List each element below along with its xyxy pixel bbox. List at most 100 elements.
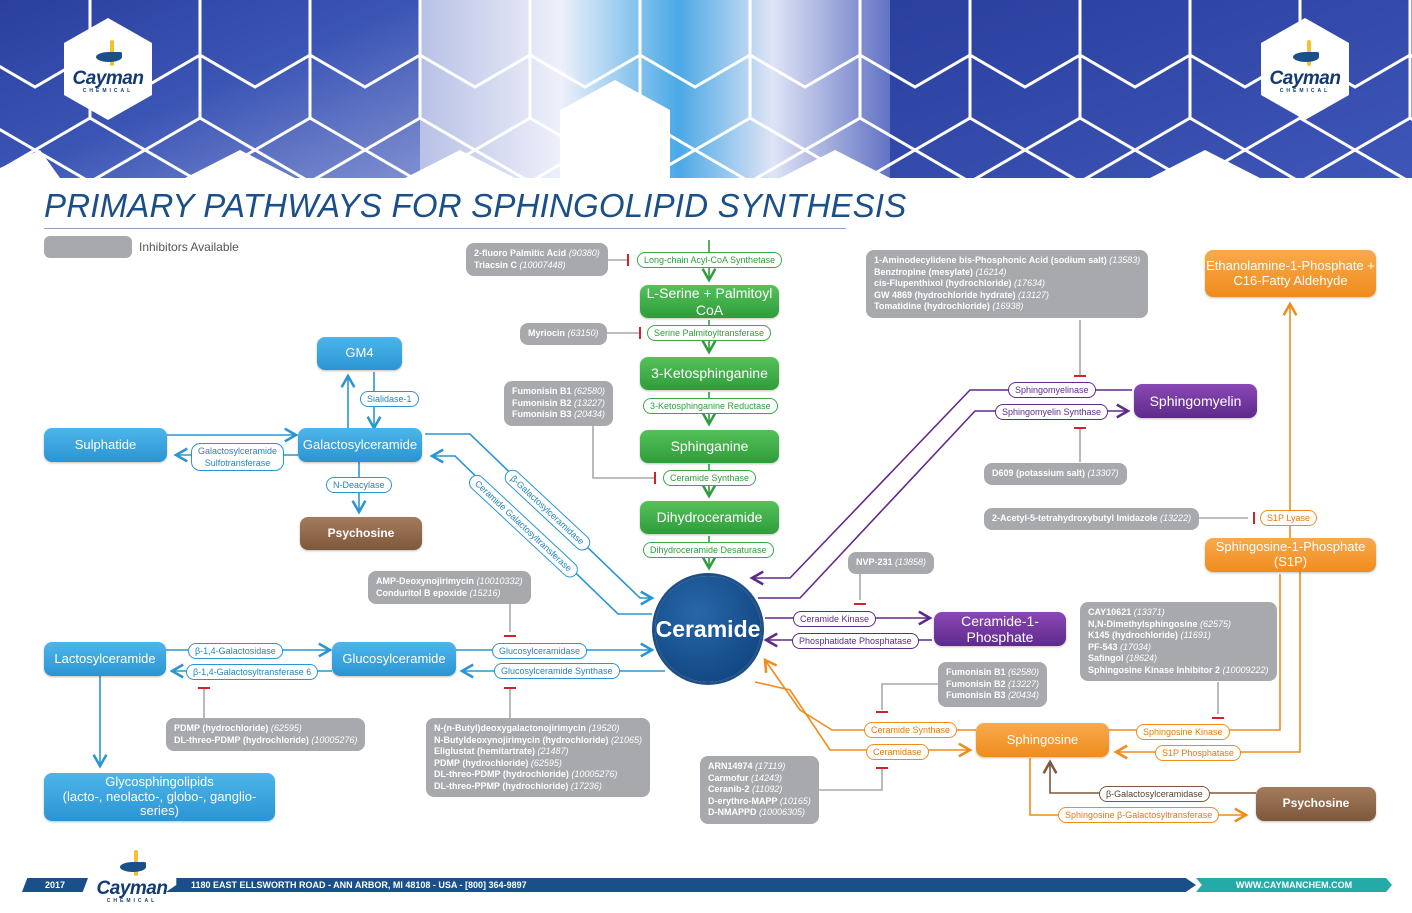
inhibitor-item: Fumonisin B3 (20434) [946,690,1039,702]
inhibitor-item: ARN14974 (17119) [708,761,811,773]
inhibitor-box-acyl-coa-synthetase[interactable]: 2-fluoro Palmitic Acid (90380)Triacsin C… [466,243,608,276]
inhibitor-box-glucosylceramidase[interactable]: AMP-Deoxynojirimycin (10010332)Condurito… [368,571,531,604]
node-galactosylceramide[interactable]: Galactosylceramide [298,428,422,462]
glycosphingolipids-label: Glycosphingolipids [105,773,214,789]
enzyme-galactosylceramide-sulfotransferase[interactable]: Galactosylceramide Sulfotransferase [191,443,285,471]
catalog-number: (18624) [1126,653,1158,663]
node-sphingosine[interactable]: Sphingosine [976,723,1109,757]
enzyme-sphingomyelin-synthase[interactable]: Sphingomyelin Synthase [995,404,1109,420]
inhibitor-name: CAY10621 [1088,607,1134,617]
inhibitor-box-s1p-lyase[interactable]: 2-Acetyl-5-tetrahydroxybutyl Imidazole (… [984,508,1200,530]
cayman-logo-footer[interactable]: Cayman CHEMICAL [92,850,172,904]
catalog-number: (17634) [1014,278,1046,288]
catalog-number: (17119) [755,761,786,771]
inhibitor-name: Ceranib-2 [708,784,753,794]
title-divider [44,228,846,229]
enzyme-b14-galactosidase[interactable]: β-1,4-Galactosidase [188,643,283,659]
inhibitor-name: Safingol [1088,653,1126,663]
footer-year: 2017 [22,878,88,892]
inhibitor-box-b14-galactosyltransferase[interactable]: PDMP (hydrochloride) (62595)DL-threo-PDM… [166,718,366,751]
inhibitor-name: N-Butyldeoxynojirimycin (hydrochloride) [434,734,612,745]
node-dihydroceramide[interactable]: Dihydroceramide [640,501,779,534]
node-ceramide[interactable]: Ceramide [655,576,761,682]
inhibitor-box-serine-palmitoyltransferase[interactable]: Myriocin (63150) [520,323,607,345]
inhibitor-item: Ceranib-2 (11092) [708,784,811,796]
inhibitor-box-sphingomyelinase[interactable]: 1-Aminodecylidene bis-Phosphonic Acid (s… [866,250,1149,318]
enzyme-b14-galactosyltransferase-6[interactable]: β-1,4-Galactosyltransferase 6 [186,664,319,680]
inhibitor-item: Fumonisin B2 (13227) [946,679,1039,691]
node-glucosylceramide[interactable]: Glucosylceramide [332,642,456,676]
footer-website-link[interactable]: WWW.CAYMANCHEM.COM [1196,878,1392,892]
catalog-number: (10005276) [311,734,358,745]
enzyme-ceramide-synthase-salvage[interactable]: Ceramide Synthase [864,722,958,738]
catalog-number: (10165) [779,795,811,806]
inhibitor-name: Fumonisin B1 [512,386,575,396]
inhibitor-item: N-(n-Butyl)deoxygalactonojirimycin (1952… [434,723,642,735]
enzyme-ceramidase[interactable]: Ceramidase [866,744,929,760]
node-glycosphingolipids[interactable]: Glycosphingolipids (lacto-, neolacto-, g… [44,773,275,821]
catalog-number: (63150) [567,328,599,338]
inhibitor-name: 2-fluoro Palmitic Acid [474,248,569,258]
enzyme-ceramide-synthase-denovo[interactable]: Ceramide Synthase [663,470,757,486]
node-sphinganine[interactable]: Sphinganine [640,430,779,463]
inhibitor-name: Myriocin [528,328,568,338]
enzyme-phosphatidate-phosphatase[interactable]: Phosphatidate Phosphatase [792,633,919,649]
inhibitor-box-ceramide-synthase-salvage[interactable]: Fumonisin B1 (62580)Fumonisin B2 (13227)… [938,662,1048,707]
inhibitor-box-ceramide-kinase[interactable]: NVP-231 (13858) [848,552,935,574]
inhibitor-item: Tomatidine (hydrochloride) (16938) [874,301,1140,313]
inhibitor-item: Fumonisin B3 (20434) [512,409,605,421]
inhibitor-item: N-Butyldeoxynojirimycin (hydrochloride) … [434,735,642,747]
enzyme-long-chain-acyl-coa-synthetase[interactable]: Long-chain Acyl-CoA Synthetase [637,252,783,268]
node-sulphatide[interactable]: Sulphatide [44,428,167,462]
inhibitor-box-ceramidase[interactable]: ARN14974 (17119)Carmofur (14243)Ceranib-… [700,756,819,824]
cayman-logo-left[interactable]: Cayman CHEMICAL [68,40,148,94]
inhibitor-box-sphingosine-kinase[interactable]: CAY10621 (13371)N,N-Dimethylsphingosine … [1080,602,1277,681]
cayman-logo-right[interactable]: Cayman CHEMICAL [1265,40,1345,94]
inhibitor-box-ceramide-synthase-denovo[interactable]: Fumonisin B1 (62580)Fumonisin B2 (13227)… [504,381,614,426]
node-s1p[interactable]: Sphingosine-1-Phosphate (S1P) [1205,538,1376,572]
enzyme-s1p-phosphatase[interactable]: S1P Phosphatase [1155,745,1241,761]
node-lactosylceramide[interactable]: Lactosylceramide [44,642,166,676]
cayman-fish-icon [88,40,128,70]
enzyme-dihydroceramide-desaturase[interactable]: Dihydroceramide Desaturase [643,542,774,558]
inhibitor-box-sphingomyelin-synthase[interactable]: D609 (potassium salt) (13307) [984,463,1127,485]
inhibitor-item: D-erythro-MAPP (10165) [708,796,811,808]
node-psychosine-right[interactable]: Psychosine [1256,787,1376,821]
enzyme-sphingosine-galactosyltransferase[interactable]: Sphingosine β-Galactosyltransferase [1058,807,1220,823]
node-ceramide-1-phosphate[interactable]: Ceramide-1-Phosphate [934,612,1066,646]
inhibitor-name: Tomatidine (hydrochloride) [874,301,993,311]
inhibitor-name: PDMP (hydrochloride) [434,757,531,768]
enzyme-n-deacylase[interactable]: N-Deacylase [326,477,392,493]
logo-hex-right [1261,18,1349,120]
node-gm4[interactable]: GM4 [317,337,402,370]
node-ethanolamine-1-phosphate[interactable]: Ethanolamine-1-Phosphate + C16-Fatty Ald… [1205,250,1376,297]
ethanolamine-label: Ethanolamine-1-Phosphate + [1206,257,1375,273]
catalog-number: (10009222) [1222,664,1269,675]
node-serine-palmitoyl-coa[interactable]: L-Serine + Palmitoyl CoA [640,285,779,318]
inhibitor-item: Fumonisin B2 (13227) [512,398,605,410]
enzyme-glucosylceramidase[interactable]: Glucosylceramidase [492,643,588,659]
footer-address: 1180 EAST ELLSWORTH ROAD - ANN ARBOR, MI… [166,878,1196,892]
inhibitor-item: Carmofur (14243) [708,773,811,785]
node-3-ketosphinganine[interactable]: 3-Ketosphinganine [640,357,779,390]
enzyme-beta-galactosylceramidase-right[interactable]: β-Galactosylceramidase [1099,786,1210,802]
enzyme-ceramide-kinase[interactable]: Ceramide Kinase [793,611,877,627]
catalog-number: (62575) [1200,618,1232,629]
header-banner: Cayman CHEMICAL Cayman CHEMICAL [0,0,1412,178]
inhibitor-item: DL-threo-PPMP (hydrochloride) (17236) [434,781,642,793]
enzyme-sphingomyelinase[interactable]: Sphingomyelinase [1008,382,1096,398]
enzyme-3-ketosphinganine-reductase[interactable]: 3-Ketosphinganine Reductase [643,398,778,414]
enzyme-serine-palmitoyltransferase[interactable]: Serine Palmitoyltransferase [647,325,772,341]
node-psychosine-left[interactable]: Psychosine [300,517,422,550]
enzyme-s1p-lyase[interactable]: S1P Lyase [1260,510,1318,526]
inhibitor-item: Sphingosine Kinase Inhibitor 2 (10009222… [1088,665,1269,677]
inhibitor-item: NVP-231 (13858) [856,557,926,569]
catalog-number: (13858) [895,557,927,567]
enzyme-glucosylceramide-synthase[interactable]: Glucosylceramide Synthase [494,663,620,679]
inhibitor-box-glucosylceramide-synthase[interactable]: N-(n-Butyl)deoxygalactonojirimycin (1952… [426,718,651,797]
node-sphingomyelin[interactable]: Sphingomyelin [1134,384,1257,418]
enzyme-sialidase-1[interactable]: Sialidase-1 [360,391,419,407]
catalog-number: (10006305) [759,807,806,817]
enzyme-sphingosine-kinase[interactable]: Sphingosine Kinase [1136,724,1230,740]
inhibitor-name: Fumonisin B2 [946,678,1009,689]
